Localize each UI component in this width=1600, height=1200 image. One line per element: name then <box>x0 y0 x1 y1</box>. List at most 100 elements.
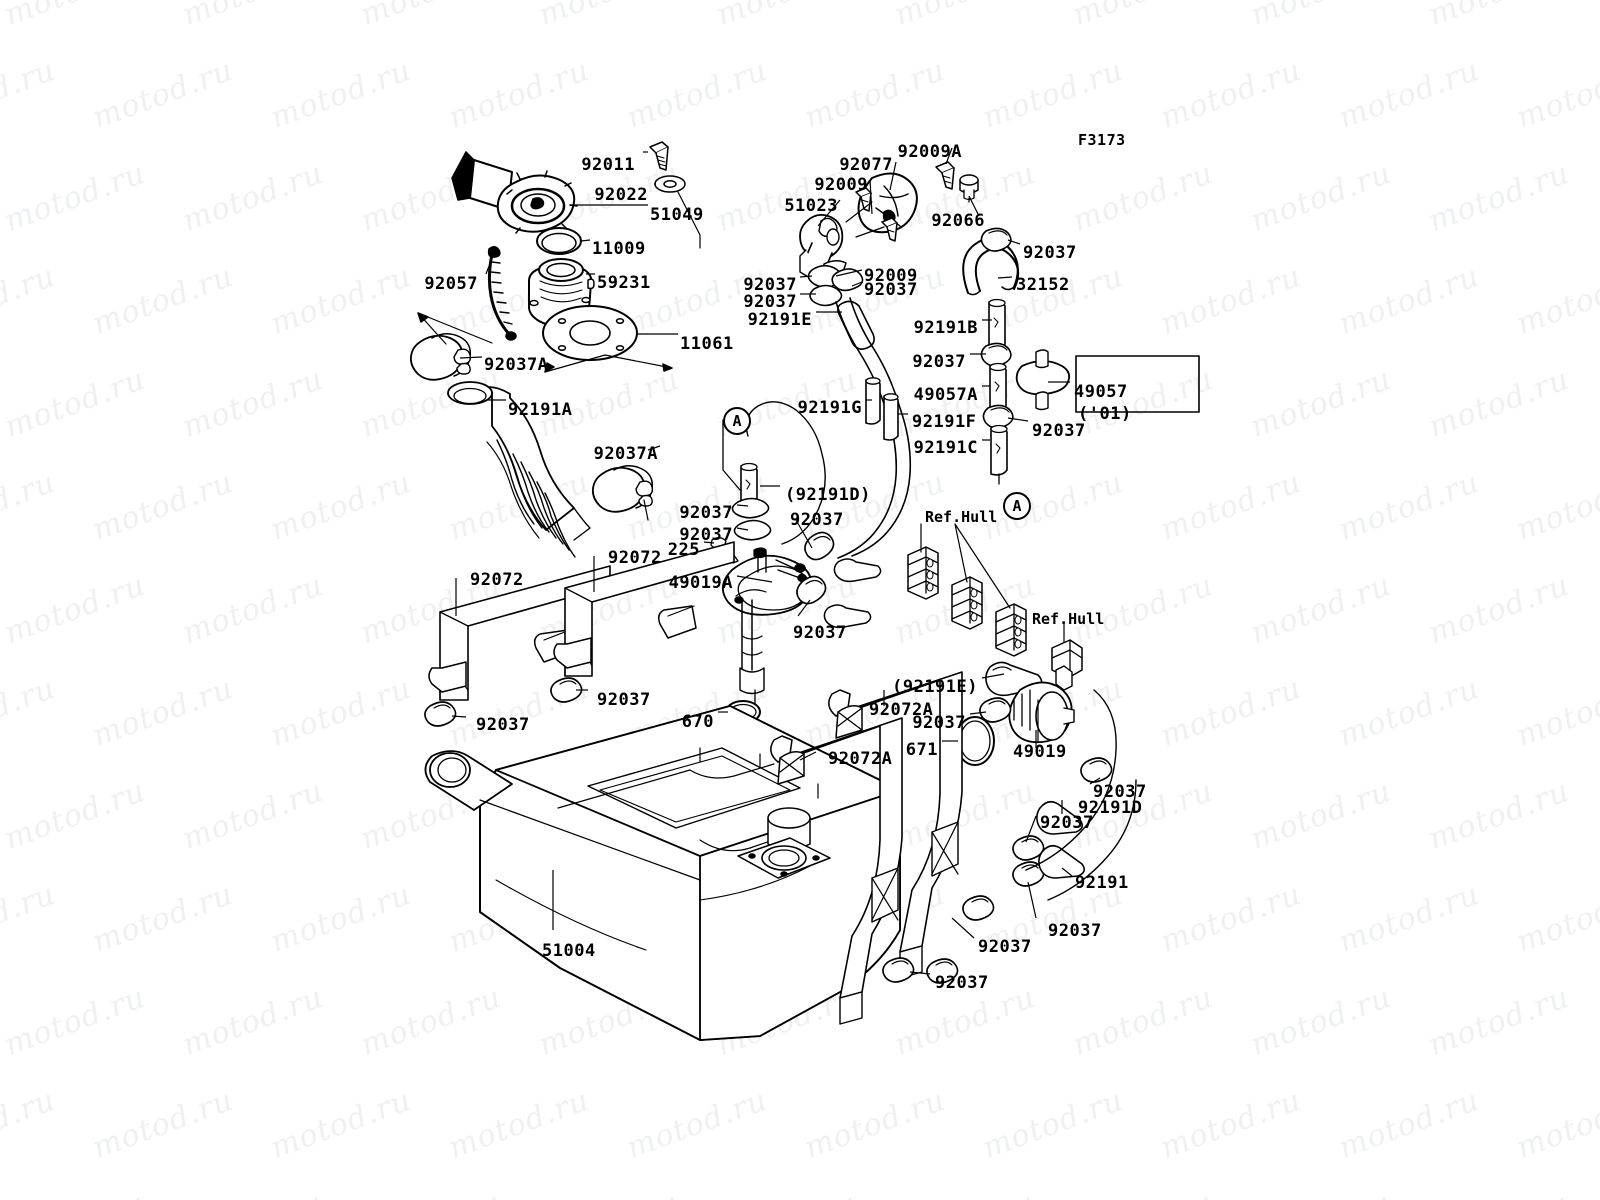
part-label-92009a: 92009A <box>897 142 962 162</box>
part-label-92037: 92037 <box>1023 243 1077 263</box>
part-label-92037a: 92037A <box>484 355 549 375</box>
part-label-92191e: 92191E <box>747 310 812 330</box>
part-label-59231: 59231 <box>597 273 651 293</box>
part-label-92066: 92066 <box>931 211 985 231</box>
part-92009a-bolt <box>935 161 955 190</box>
part-92009-bolt-2 <box>881 217 898 242</box>
part-label-92191c: 92191C <box>913 438 978 458</box>
part-label-92191f: 92191F <box>912 412 977 432</box>
part-92037-clip-h <box>1012 835 1045 861</box>
part-11061-gasket-plate <box>542 305 638 361</box>
callout-marker-letter: A <box>732 412 742 430</box>
part-11009-gasket <box>536 227 582 255</box>
part-label-92037: 92037 <box>743 292 797 312</box>
part-label-92037: 92037 <box>1093 782 1147 802</box>
part-label-49057a: 49057A <box>913 385 978 405</box>
part-92037-clip-d <box>804 531 835 561</box>
part-92037a-clamp-upper <box>409 333 472 381</box>
part-92072-strap-1 <box>428 565 611 701</box>
part-label-92011: 92011 <box>581 155 635 175</box>
part-label-92009: 92009 <box>864 266 918 286</box>
part-label-92191: 92191 <box>1075 873 1129 893</box>
part-92037-clip-a <box>980 227 1012 252</box>
part-92037-strap-clip-2 <box>424 701 457 727</box>
diagram-code: F3173 <box>1078 131 1126 149</box>
part-92191a-filler-hose <box>447 381 591 558</box>
part-92037a-clamp-lower <box>591 465 654 513</box>
ref-hull-label: Ref.Hull <box>1032 610 1105 628</box>
part-label-92037: 92037 <box>476 715 530 735</box>
part-92037-clip-k <box>962 895 995 921</box>
part-92037-clip-i <box>1012 861 1045 887</box>
part-label-49019: 49019 <box>1013 742 1067 762</box>
part-49019a-fuel-pickup <box>722 547 812 695</box>
part-label-92037: 92037 <box>1048 921 1102 941</box>
part-hose-stub-2 <box>823 604 872 629</box>
callout-marker-a: A <box>723 407 751 435</box>
ref-hull-clamp-blocks <box>907 523 1027 657</box>
part-92037-pickup-rings <box>731 497 772 541</box>
ref-hull-connector-right <box>1051 639 1083 691</box>
part-label-92072a: 92072A <box>828 749 893 769</box>
part-92037-clip-b <box>980 342 1012 367</box>
part-label-92037: 92037 <box>978 937 1032 957</box>
part-label-49019a: 49019A <box>668 573 733 593</box>
part-92077-knob <box>857 172 918 234</box>
part-49057a-filter <box>989 362 1007 412</box>
part-label-92072: 92072 <box>608 548 662 568</box>
part-label-51004: 51004 <box>542 941 596 961</box>
part-92066-plug <box>959 174 979 201</box>
front-marker <box>462 168 516 202</box>
part-label-92037: 92037 <box>912 713 966 733</box>
part-51049-fuel-cap <box>496 170 578 239</box>
part-label-92037: 92037 <box>864 280 918 300</box>
part-92037-clip-f <box>979 697 1012 723</box>
part-49019-fuel-filter <box>1008 681 1075 744</box>
part-label-92037: 92037 <box>790 510 844 530</box>
part-label-92037: 92037 <box>935 973 989 993</box>
part-label-92037a: 92037A <box>593 444 658 464</box>
part-label-92037: 92037 <box>679 503 733 523</box>
part-92037-clip-l <box>882 957 915 983</box>
part-label-92072: 92072 <box>470 570 524 590</box>
part-92037-clip-c <box>982 404 1014 429</box>
part-92057-tether <box>487 246 517 341</box>
part-92037-clip-e <box>796 575 827 605</box>
part-49057-boxed-variant <box>1015 349 1200 413</box>
part-label-92037: 92037 <box>793 623 847 643</box>
part-label-92037: 92037 <box>1040 813 1094 833</box>
part-92022-washer <box>654 175 686 193</box>
part-label-92057: 92057 <box>424 274 478 294</box>
part-label-92191g: 92191G <box>797 398 862 418</box>
part-label-92191b: 92191B <box>913 318 978 338</box>
part-label-51023: 51023 <box>784 196 838 216</box>
ref-hull-label: Ref.Hull <box>925 508 998 526</box>
part-label-92037: 92037 <box>912 352 966 372</box>
part-label-92037: 92037 <box>597 690 651 710</box>
part-92191c-hose <box>990 424 1008 476</box>
part-label-92009: 92009 <box>814 175 868 195</box>
part-label-92191d: 92191D <box>1078 798 1143 818</box>
part-label-92191e: (92191E) <box>892 677 978 697</box>
part-92191f-hose <box>883 393 899 441</box>
part-92191b-hose <box>988 298 1006 350</box>
part-label-92191d: (92191D) <box>785 485 871 505</box>
part-hose-stub-1 <box>833 558 882 583</box>
part-92191g-hose <box>865 377 881 425</box>
part-label-671: 671 <box>905 740 938 760</box>
part-92072a-strap-2 <box>770 717 903 1025</box>
part-label-51049: 51049 <box>650 205 704 225</box>
part-label-92037: 92037 <box>743 275 797 295</box>
part-label-92191a: 92191A <box>508 400 573 420</box>
part-92037-strap-clip-1 <box>550 677 583 703</box>
part-92191d-hose-lower <box>1036 800 1084 835</box>
callout-marker-a: A <box>1003 492 1031 520</box>
part-label-49057: 49057 <box>1074 382 1128 402</box>
part-label-11009: 11009 <box>592 239 646 259</box>
part-label-225: 225 <box>667 540 700 560</box>
part-label-92077: 92077 <box>839 155 893 175</box>
part-label-32152: 32152 <box>1016 275 1070 295</box>
part-label-92022: 92022 <box>594 185 648 205</box>
part-label-670: 670 <box>681 712 714 732</box>
